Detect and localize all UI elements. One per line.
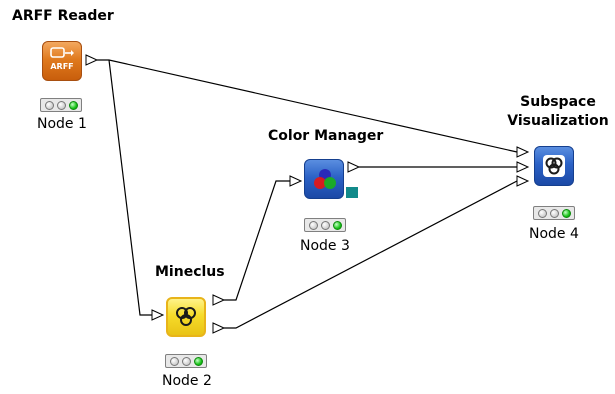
color-model-port-icon[interactable] [346, 187, 358, 198]
status-light-yellow-icon [56, 100, 66, 110]
node3-input-port-icon [289, 175, 303, 187]
subspace-visualization-icon[interactable] [534, 146, 574, 186]
status-light-yellow-icon [181, 356, 191, 366]
node4-input-port-2-icon [516, 161, 530, 173]
arff-reader-icon[interactable]: ARFF [42, 41, 82, 81]
node3-status-indicator [304, 218, 346, 232]
node1-status-indicator [40, 98, 82, 112]
status-light-green-icon [68, 100, 78, 110]
status-light-green-icon [193, 356, 203, 366]
connection-node2-node3 [224, 180, 290, 301]
node4-label[interactable]: Node 4 [529, 226, 579, 242]
cluster-glyph-icon [543, 155, 565, 177]
node4-title-line2: Visualization [507, 113, 609, 129]
node4-input-port-3-icon [516, 175, 530, 187]
node2-label[interactable]: Node 2 [162, 373, 212, 389]
color-circles-glyph-icon [314, 169, 336, 189]
node3-label[interactable]: Node 3 [300, 238, 350, 254]
node2-title: Mineclus [155, 264, 225, 280]
status-light-yellow-icon [549, 208, 559, 218]
status-light-red-icon [44, 100, 54, 110]
status-light-red-icon [537, 208, 547, 218]
status-light-yellow-icon [320, 220, 330, 230]
node1-label[interactable]: Node 1 [37, 116, 87, 132]
cluster-glyph-icon [176, 307, 196, 326]
status-light-red-icon [169, 356, 179, 366]
node2-output-port-b-icon [212, 322, 226, 334]
node2-status-indicator [165, 354, 207, 368]
node2-input-port-icon [151, 309, 165, 321]
connection-node1-node2 [108, 59, 152, 316]
node1-title: ARFF Reader [12, 8, 114, 24]
status-light-green-icon [561, 208, 571, 218]
mineclus-icon[interactable] [166, 297, 206, 337]
arff-icon-text: ARFF [50, 62, 73, 71]
status-light-red-icon [308, 220, 318, 230]
node4-input-port-1-icon [516, 146, 530, 158]
node2-output-port-a-icon [212, 294, 226, 306]
status-light-green-icon [332, 220, 342, 230]
node1-output-port-icon [85, 54, 99, 66]
node3-output-port-icon [347, 161, 361, 173]
reader-glyph-icon: ARFF [50, 47, 74, 71]
node4-status-indicator [533, 206, 575, 220]
color-manager-icon[interactable] [304, 159, 344, 199]
node3-title: Color Manager [268, 128, 384, 144]
node4-title-line1: Subspace [520, 94, 596, 110]
connection-node2-node4 [224, 180, 518, 329]
